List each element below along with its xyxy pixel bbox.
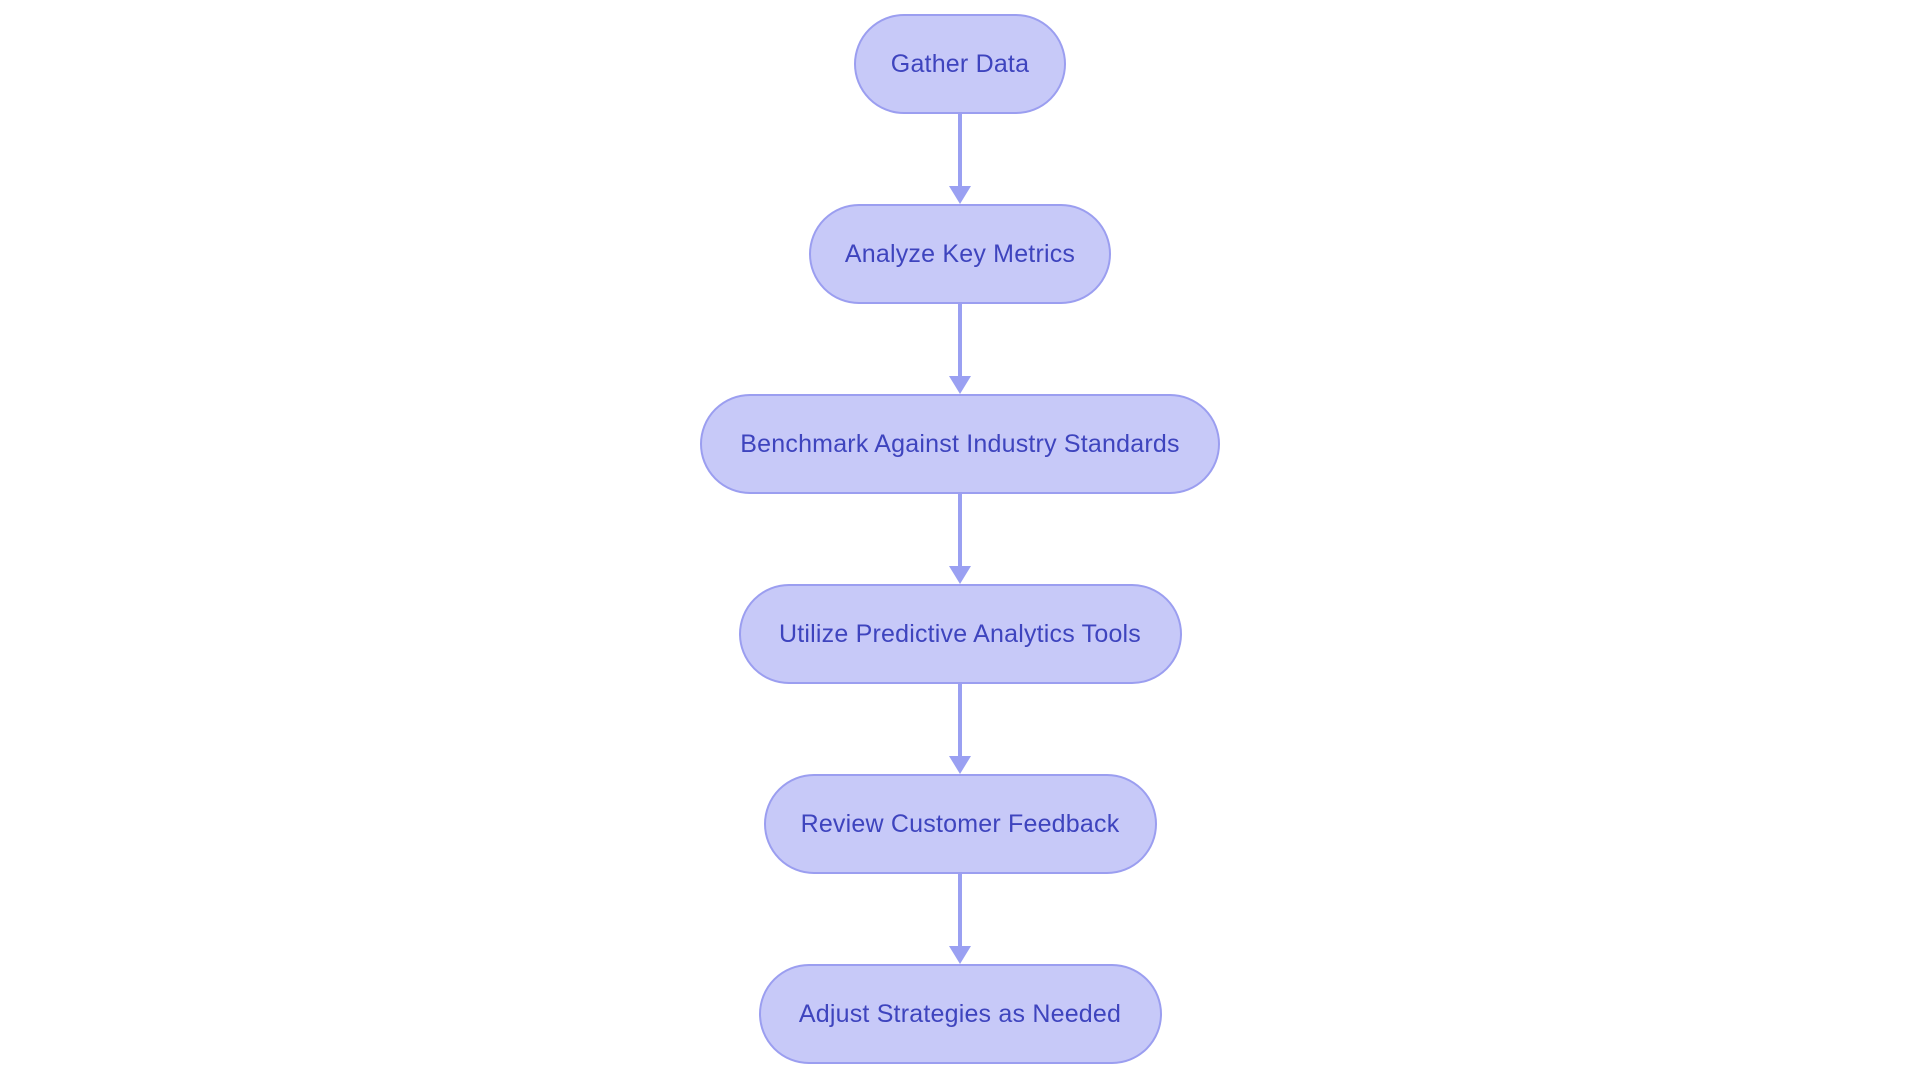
arrow-line bbox=[958, 684, 962, 757]
flow-node-label: Utilize Predictive Analytics Tools bbox=[778, 619, 1142, 648]
flow-node-label: Review Customer Feedback bbox=[800, 809, 1120, 838]
flow-node-label: Benchmark Against Industry Standards bbox=[740, 429, 1180, 458]
flow-node-label: Analyze Key Metrics bbox=[844, 239, 1076, 268]
arrow-down bbox=[949, 494, 971, 584]
flow-node-benchmark-against-industry-standards: Benchmark Against Industry Standards bbox=[700, 394, 1220, 494]
arrow-head-icon bbox=[949, 376, 971, 394]
flow-node-review-customer-feedback: Review Customer Feedback bbox=[763, 774, 1157, 874]
flow-node-utilize-predictive-analytics-tools: Utilize Predictive Analytics Tools bbox=[738, 584, 1182, 684]
arrow-line bbox=[958, 874, 962, 947]
arrow-line bbox=[958, 114, 962, 187]
arrow-line bbox=[958, 304, 962, 377]
flow-node-analyze-key-metrics: Analyze Key Metrics bbox=[809, 204, 1111, 304]
flow-node-label: Adjust Strategies as Needed bbox=[798, 999, 1122, 1028]
flow-node-adjust-strategies-as-needed: Adjust Strategies as Needed bbox=[758, 964, 1162, 1064]
arrow-line bbox=[958, 494, 962, 567]
arrow-head-icon bbox=[949, 756, 971, 774]
arrow-head-icon bbox=[949, 566, 971, 584]
arrow-down bbox=[949, 874, 971, 964]
arrow-head-icon bbox=[949, 186, 971, 204]
arrow-down bbox=[949, 684, 971, 774]
arrow-down bbox=[949, 304, 971, 394]
arrow-down bbox=[949, 114, 971, 204]
arrow-head-icon bbox=[949, 946, 971, 964]
flow-node-gather-data: Gather Data bbox=[854, 14, 1066, 114]
flow-node-label: Gather Data bbox=[890, 49, 1030, 78]
